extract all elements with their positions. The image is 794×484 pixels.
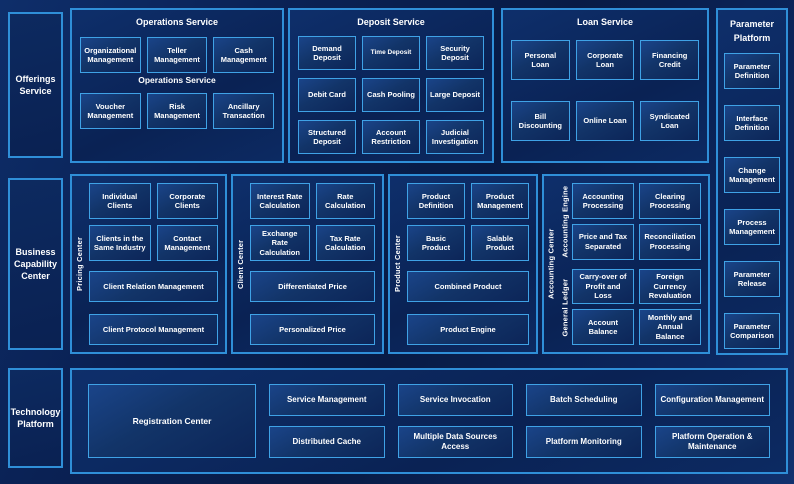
- deposit-box: Time Deposit: [362, 36, 420, 70]
- parameter-platform-title-line2: Platform: [733, 33, 771, 43]
- business-capability-center-rail-label: Business Capability Center: [8, 178, 63, 350]
- product-center-panel: Product Center Product Definition Produc…: [388, 174, 538, 354]
- operations-box: Ancillary Transaction: [213, 93, 274, 129]
- product-box: Basic Product: [407, 225, 465, 261]
- technology-box: Platform Monitoring: [526, 426, 642, 458]
- client-box: Tax Rate Calculation: [315, 225, 375, 261]
- loan-service-title: Loan Service: [576, 17, 634, 27]
- deposit-box: Structured Deposit: [298, 120, 356, 154]
- operations-service-title: Operations Service: [135, 17, 219, 27]
- accounting-center-panel: Accounting Center Accounting Engine Acco…: [542, 174, 710, 354]
- product-center-label: Product Center: [393, 235, 402, 293]
- deposit-box: Account Restriction: [362, 120, 420, 154]
- deposit-box: Debit Card: [298, 78, 356, 112]
- pricing-box: Client Protocol Management: [89, 314, 218, 345]
- accounting-engine-box: Accounting Processing: [572, 183, 634, 219]
- loan-box: Online Loan: [575, 101, 635, 141]
- operations-box: Risk Management: [146, 93, 208, 129]
- technology-box: Service Management: [269, 384, 385, 416]
- deposit-service-title: Deposit Service: [357, 17, 425, 27]
- loan-box: Corporate Loan: [575, 40, 635, 80]
- technology-box: Multiple Data Sources Access: [397, 426, 513, 458]
- parameter-box: Parameter Comparison: [724, 313, 780, 349]
- client-center-label: Client Center: [236, 239, 245, 289]
- client-box: Personalized Price: [250, 314, 375, 345]
- deposit-box: Cash Pooling: [362, 78, 420, 112]
- loan-box: Financing Credit: [640, 40, 699, 80]
- accounting-engine-box: Clearing Processing: [639, 183, 701, 219]
- operations-box: Teller Management: [146, 37, 208, 73]
- parameter-box: Parameter Definition: [724, 53, 780, 89]
- client-center-panel: Client Center Interest Rate Calculation …: [231, 174, 384, 354]
- product-box: Product Management: [471, 183, 529, 219]
- parameter-box: Interface Definition: [724, 105, 780, 141]
- deposit-service-panel: Deposit Service Demand Deposit Time Depo…: [288, 8, 494, 163]
- technology-platform-rail-label: Technology Platform: [8, 368, 63, 468]
- pricing-box: Individual Clients: [89, 183, 151, 219]
- product-box: Product Definition: [407, 183, 465, 219]
- accounting-engine-box: Reconciliation Processing: [639, 223, 701, 260]
- technology-platform-panel: Registration Center Service Management D…: [70, 368, 788, 474]
- pricing-box: Client Relation Management: [89, 271, 218, 302]
- pricing-center-label: Pricing Center: [75, 236, 84, 292]
- deposit-box: Demand Deposit: [298, 36, 356, 70]
- product-box: Combined Product: [407, 271, 529, 302]
- parameter-platform-title-line1: Parameter: [729, 19, 775, 29]
- client-box: Exchange Rate Calculation: [250, 225, 310, 261]
- operations-service-subtitle: Operations Service: [138, 75, 216, 85]
- parameter-box: Process Management: [724, 209, 780, 245]
- general-ledger-box: Monthly and Annual Balance: [639, 309, 701, 345]
- technology-box: Service Invocation: [397, 384, 513, 416]
- general-ledger-label: General Ledger: [560, 277, 570, 336]
- technology-box: Distributed Cache: [269, 426, 385, 458]
- loan-service-panel: Loan Service Personal Loan Corporate Loa…: [501, 8, 709, 163]
- pricing-box: Corporate Clients: [156, 183, 218, 219]
- client-box: Rate Calculation: [315, 183, 375, 219]
- client-box: Differentiated Price: [250, 271, 375, 302]
- general-ledger-box: Account Balance: [572, 309, 634, 345]
- registration-center-box: Registration Center: [88, 384, 256, 458]
- product-box: Salable Product: [471, 225, 529, 261]
- deposit-box: Judicial Investigation: [426, 120, 484, 154]
- parameter-platform-panel: Parameter Platform Parameter Definition …: [716, 8, 788, 355]
- technology-box: Batch Scheduling: [526, 384, 642, 416]
- product-box: Product Engine: [407, 314, 529, 345]
- general-ledger-box: Carry-over of Profit and Loss: [572, 268, 634, 305]
- general-ledger-box: Foreign Currency Revaluation: [639, 268, 701, 305]
- deposit-box: Large Deposit: [426, 78, 484, 112]
- loan-box: Syndicated Loan: [640, 101, 699, 141]
- loan-box: Personal Loan: [511, 40, 570, 80]
- operations-box: Organizational Management: [80, 37, 141, 73]
- pricing-box: Clients in the Same Industry: [89, 225, 151, 261]
- parameter-box: Parameter Release: [724, 261, 780, 297]
- client-box: Interest Rate Calculation: [250, 183, 310, 219]
- pricing-box: Contact Management: [156, 225, 218, 261]
- operations-box: Voucher Management: [80, 93, 141, 129]
- loan-box: Bill Discounting: [511, 101, 570, 141]
- parameter-box: Change Management: [724, 157, 780, 193]
- accounting-engine-label: Accounting Engine: [560, 185, 570, 258]
- operations-service-panel: Operations Service Organizational Manage…: [70, 8, 284, 163]
- offerings-service-rail-label: Offerings Service: [8, 12, 63, 158]
- accounting-engine-box: Price and Tax Separated: [572, 223, 634, 260]
- operations-box: Cash Management: [213, 37, 274, 73]
- accounting-center-label: Accounting Center: [546, 228, 556, 300]
- technology-box: Platform Operation & Maintenance: [654, 426, 770, 458]
- technology-box: Configuration Management: [654, 384, 770, 416]
- deposit-box: Security Deposit: [426, 36, 484, 70]
- pricing-center-panel: Pricing Center Individual Clients Corpor…: [70, 174, 227, 354]
